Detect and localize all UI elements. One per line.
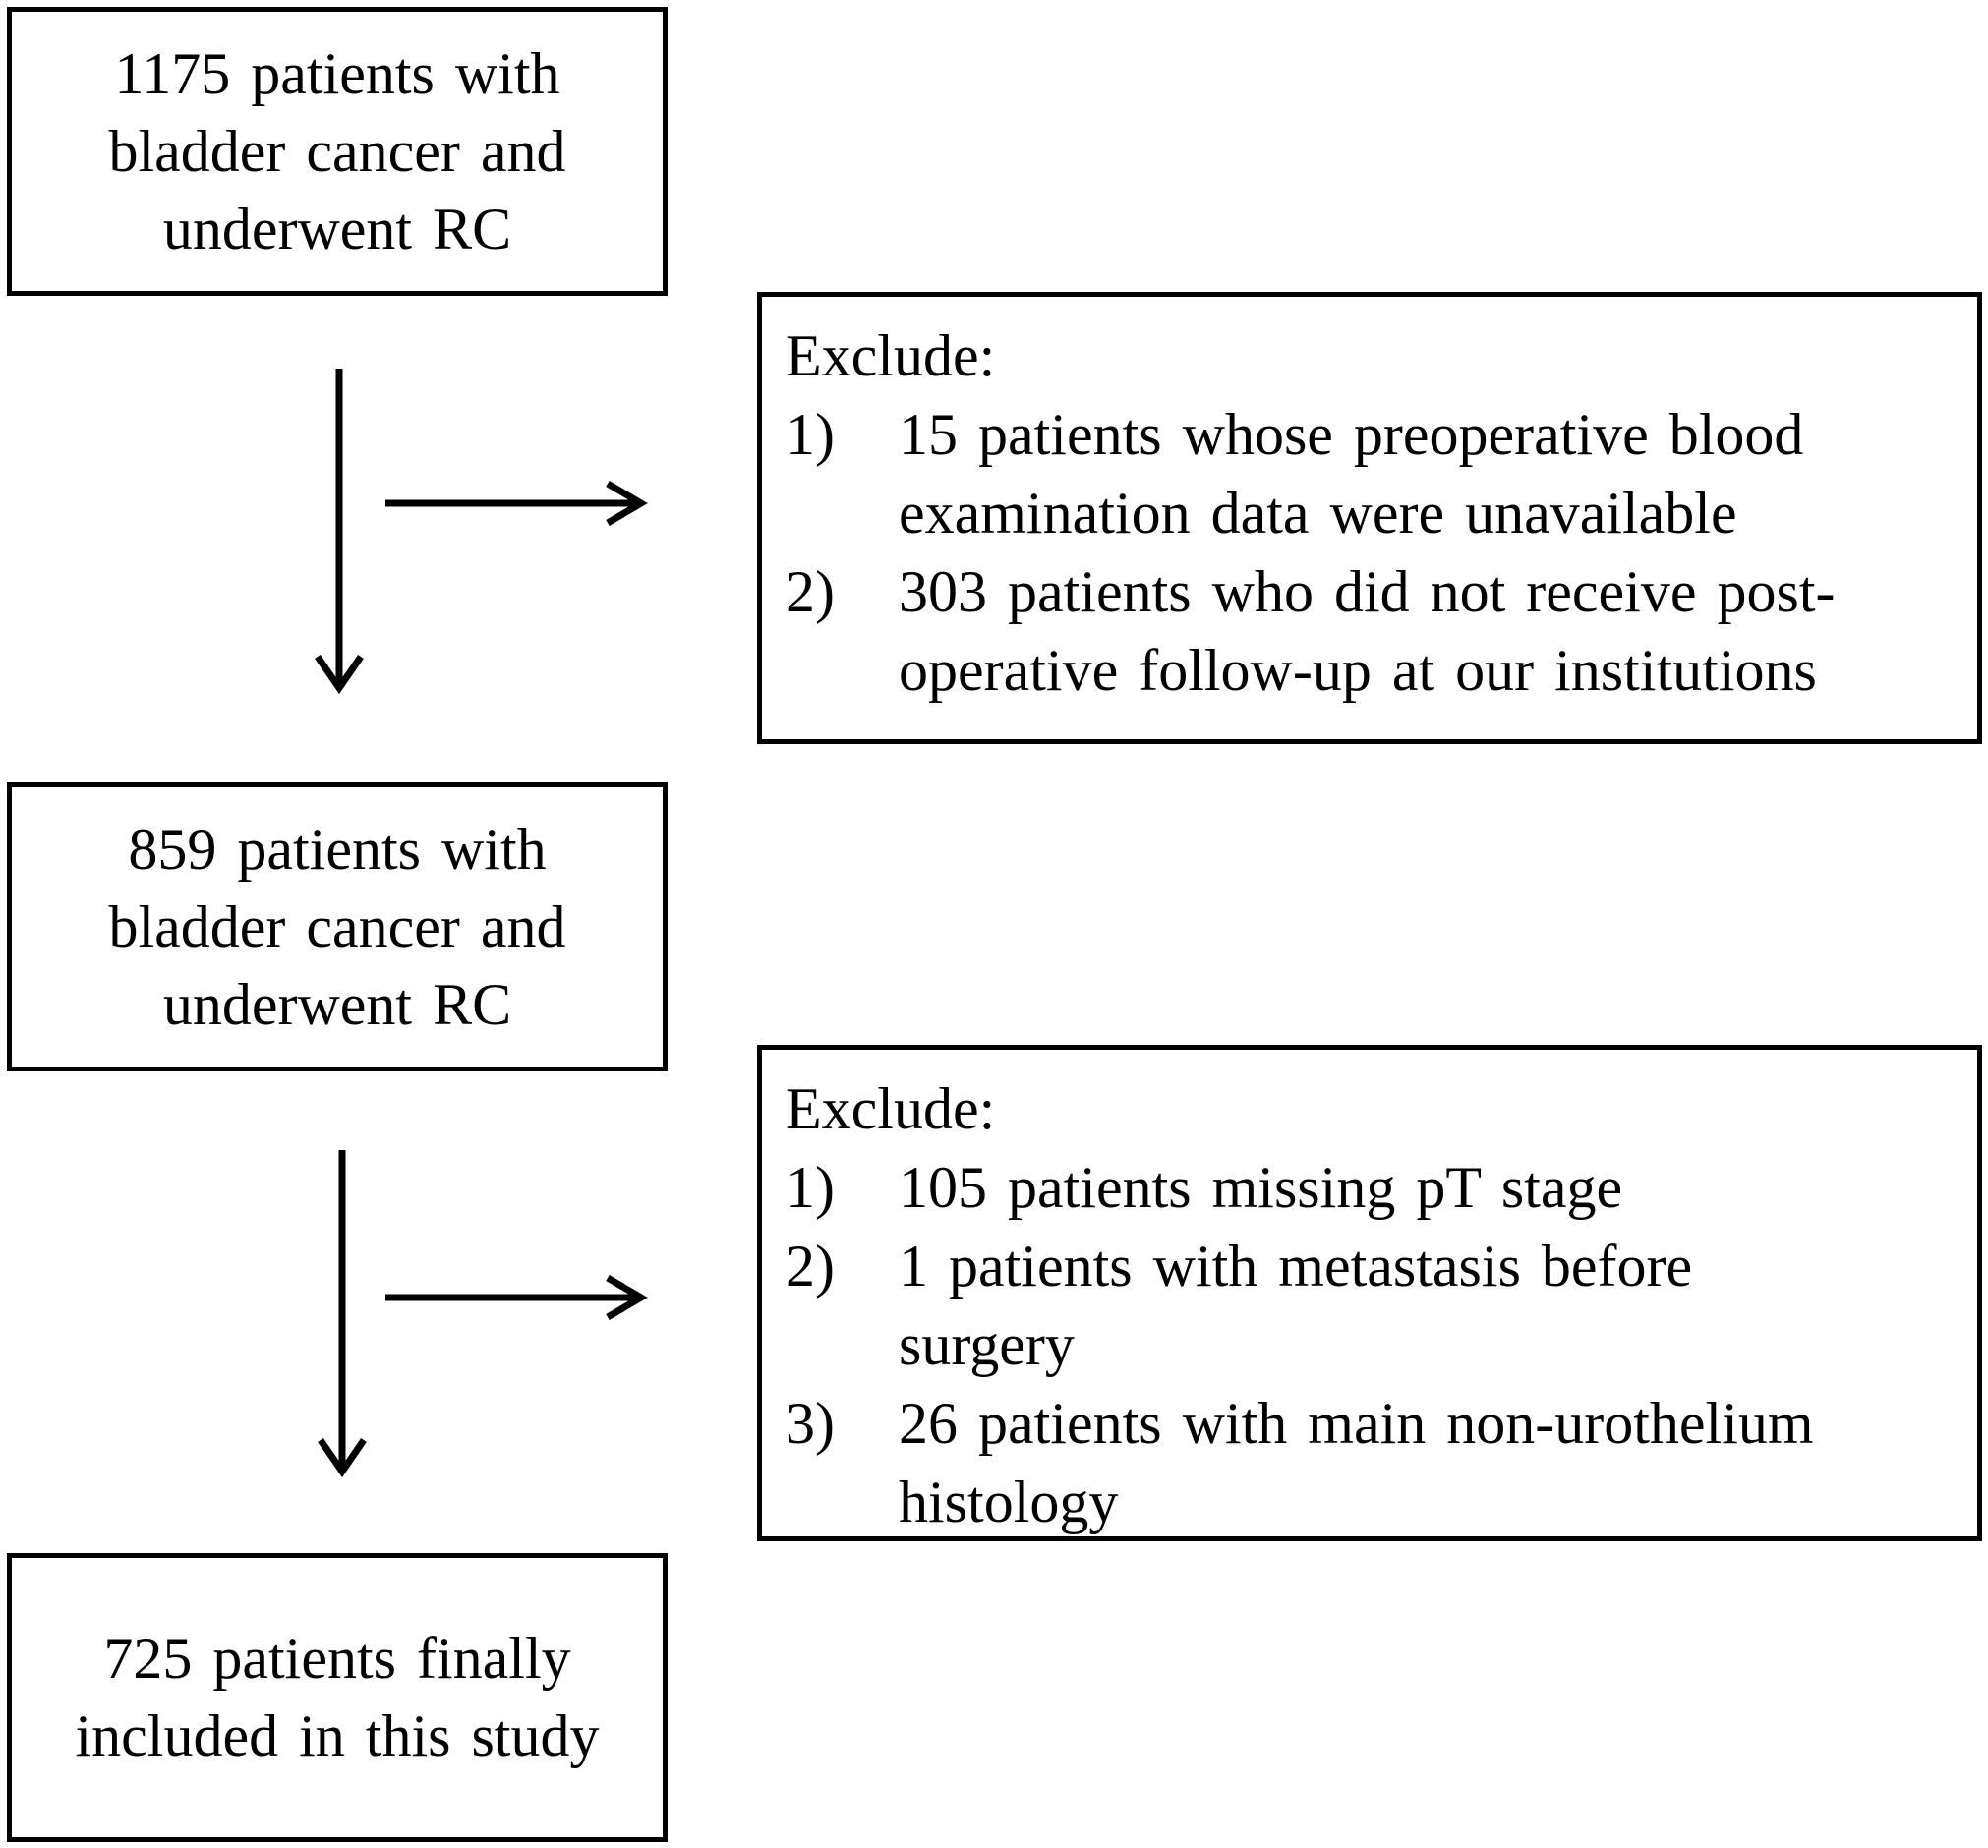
- exclusion-2-item-1-number: 1): [786, 1155, 835, 1220]
- final-cohort-line-2: included in this study: [75, 1704, 600, 1768]
- exclusion-1-item-2: 2) 303 patients who did not receive post…: [786, 552, 1977, 710]
- exclusion-1-item-2-number: 2): [786, 559, 835, 624]
- final-cohort-line-1: 725 patients finally: [103, 1626, 571, 1691]
- exclusion-1-item-1: 1) 15 patients whose preoperative blood …: [786, 395, 1977, 552]
- initial-cohort-line-1: 1175 patients with: [114, 40, 560, 106]
- exclusion-1-item-1-line-2: examination data were unavailable: [899, 481, 1737, 546]
- exclusion-2-title: Exclude:: [786, 1076, 996, 1141]
- exclusion-2-item-2: 2) 1 patients with metastasis before sur…: [786, 1227, 1977, 1384]
- exclusion-1-item-2-line-1: 303 patients who did not receive post-: [899, 559, 1836, 624]
- down-arrow-2: [318, 1150, 367, 1478]
- exclusion-2-item-3-line-2: histology: [899, 1470, 1119, 1534]
- exclusion-2-item-2-number: 2): [786, 1234, 835, 1299]
- intermediate-cohort-line-3: underwent RC: [162, 971, 512, 1037]
- exclusion-1-item-2-line-2: operative follow-up at our institutions: [899, 638, 1817, 703]
- right-arrow-2: [385, 1274, 648, 1321]
- exclusion-2-item-3: 3) 26 patients with main non-urothelium …: [786, 1384, 1977, 1541]
- exclusion-2-item-2-line-1: 1 patients with metastasis before: [899, 1234, 1693, 1299]
- exclusion-1-item-1-line-1: 15 patients whose preoperative blood: [899, 402, 1804, 467]
- initial-cohort-line-2: bladder cancer and: [108, 118, 566, 184]
- down-arrow-1: [315, 369, 364, 695]
- exclusion-1-item-1-number: 1): [786, 402, 835, 467]
- intermediate-cohort-box: 859 patients with bladder cancer and und…: [7, 782, 668, 1071]
- final-cohort-box: 725 patients finally included in this st…: [7, 1553, 668, 1842]
- exclusion-2-item-3-line-1: 26 patients with main non-urothelium: [899, 1391, 1814, 1456]
- exclusion-2-item-1-line-1: 105 patients missing pT stage: [899, 1155, 1623, 1220]
- exclusion-1-title: Exclude:: [786, 323, 996, 388]
- initial-cohort-line-3: underwent RC: [162, 196, 512, 261]
- exclusion-2-item-2-line-2: surgery: [899, 1312, 1075, 1377]
- exclusion-2-item-3-number: 3): [786, 1391, 835, 1456]
- intermediate-cohort-line-2: bladder cancer and: [108, 894, 566, 959]
- exclusion-box-2: Exclude: 1) 105 patients missing pT stag…: [757, 1045, 1982, 1541]
- exclusion-2-item-1: 1) 105 patients missing pT stage: [786, 1148, 1977, 1227]
- initial-cohort-box: 1175 patients with bladder cancer and un…: [7, 7, 668, 296]
- intermediate-cohort-line-1: 859 patients with: [128, 816, 547, 882]
- right-arrow-1: [385, 480, 648, 527]
- exclusion-box-1: Exclude: 1) 15 patients whose preoperati…: [757, 292, 1982, 744]
